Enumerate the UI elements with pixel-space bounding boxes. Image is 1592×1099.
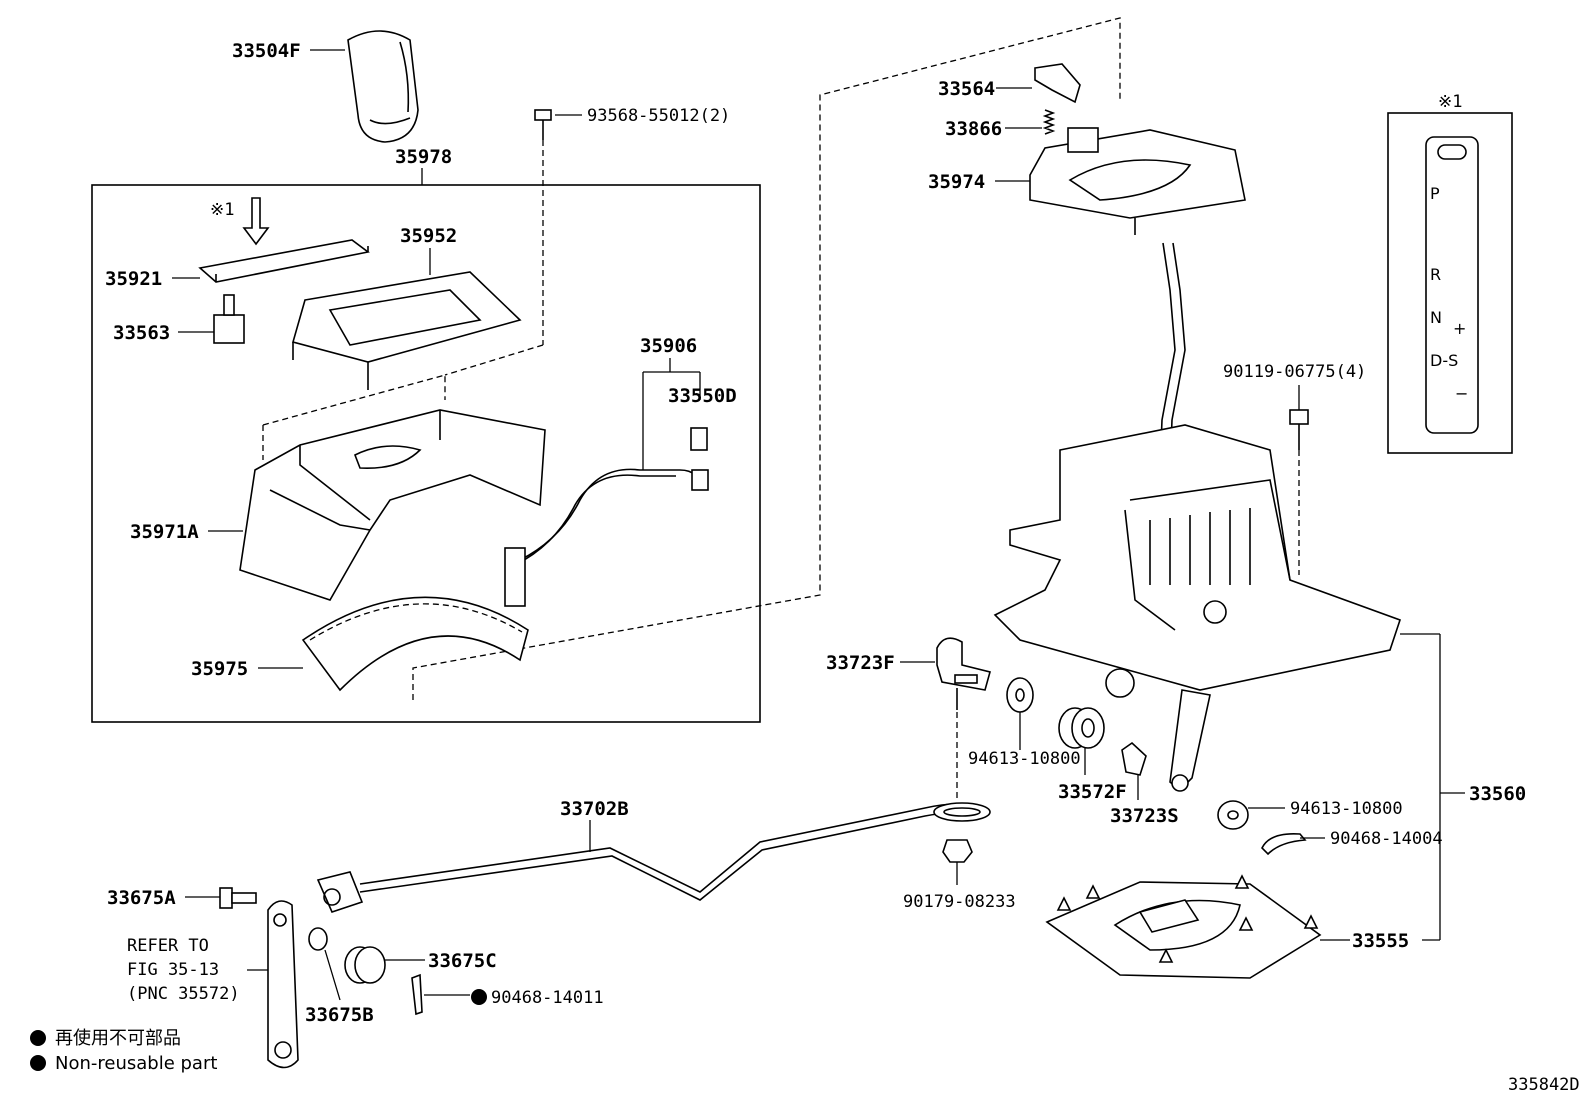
clip-90468-14011 bbox=[411, 973, 487, 1016]
legend-en: Non-reusable part bbox=[55, 1053, 217, 1074]
label-35921: 35921 bbox=[105, 268, 162, 290]
label-90468-14011: 90468-14011 bbox=[491, 988, 604, 1008]
linkage-arm bbox=[247, 900, 299, 1069]
label-33563: 33563 bbox=[113, 322, 170, 344]
down-arrow-icon bbox=[242, 197, 270, 246]
label-94613-b: 94613-10800 bbox=[1290, 799, 1403, 819]
non-reusable-marker-icon bbox=[471, 989, 487, 1005]
label-90468-14004: 90468-14004 bbox=[1330, 829, 1443, 849]
label-33504F: 33504F bbox=[232, 40, 301, 62]
bushing-33675C bbox=[344, 946, 425, 984]
label-90179: 90179-08233 bbox=[903, 892, 1016, 912]
label-35978: 35978 bbox=[395, 146, 452, 168]
label-35974: 35974 bbox=[928, 171, 985, 193]
label-90119: 90119-06775(4) bbox=[1223, 362, 1366, 382]
gate-position-n: N bbox=[1430, 308, 1442, 327]
label-33572F: 33572F bbox=[1058, 781, 1127, 803]
screw-93568 bbox=[444, 109, 582, 376]
gate-detail-box bbox=[1387, 112, 1513, 454]
label-33555: 33555 bbox=[1352, 930, 1409, 952]
clip-90468-14004 bbox=[1261, 832, 1325, 856]
label-33564: 33564 bbox=[938, 78, 995, 100]
diagram-code: 335842D bbox=[1508, 1075, 1580, 1095]
gate-position-ds: D-S bbox=[1430, 351, 1458, 370]
spring-33866 bbox=[1005, 109, 1056, 135]
gate-position-p: P bbox=[1430, 184, 1440, 203]
refer-line-3: (PNC 35572) bbox=[127, 984, 240, 1004]
label-33560: 33560 bbox=[1469, 783, 1526, 805]
label-35952: 35952 bbox=[400, 225, 457, 247]
refer-line-1: REFER TO bbox=[127, 936, 209, 956]
bolt-90119 bbox=[1289, 385, 1309, 575]
dashed-connector bbox=[412, 17, 1121, 700]
label-35975: 35975 bbox=[191, 658, 248, 680]
bracket-33723F bbox=[900, 637, 991, 800]
collar-33723S bbox=[1121, 741, 1147, 800]
boot-plate-33555 bbox=[1045, 874, 1440, 979]
gate-position-minus: − bbox=[1455, 384, 1468, 403]
gate-position-plus: + bbox=[1453, 319, 1466, 338]
label-33675C: 33675C bbox=[428, 950, 497, 972]
washer-94613-a bbox=[1006, 677, 1034, 750]
label-33675A: 33675A bbox=[107, 887, 176, 909]
label-35906: 35906 bbox=[640, 335, 697, 357]
switch-33563 bbox=[178, 294, 245, 344]
label-33702B: 33702B bbox=[560, 798, 629, 820]
console-housing-35971A bbox=[208, 409, 546, 601]
shift-lever-assembly-33560 bbox=[993, 242, 1465, 940]
lock-pin-33564 bbox=[996, 63, 1081, 104]
indicator-plate-35952 bbox=[292, 248, 522, 390]
lever-housing-35974 bbox=[995, 127, 1246, 235]
label-33550D: 33550D bbox=[668, 385, 737, 407]
legend-bullet-en-icon bbox=[30, 1055, 46, 1071]
bushing-33572F bbox=[1058, 707, 1105, 775]
refer-line-2: FIG 35-13 bbox=[127, 960, 219, 980]
indicator-cover-35921 bbox=[172, 239, 370, 283]
note-mark-right: ※1 bbox=[1438, 92, 1462, 112]
label-33675B: 33675B bbox=[305, 1004, 374, 1026]
label-94613-a: 94613-10800 bbox=[968, 749, 1081, 769]
shift-boot-35975 bbox=[258, 596, 529, 692]
shift-knob-33504F bbox=[310, 30, 419, 143]
label-33723F: 33723F bbox=[826, 652, 895, 674]
shift-rod-33702B bbox=[316, 802, 991, 913]
bushing-33675B bbox=[308, 927, 341, 1001]
label-33866: 33866 bbox=[945, 118, 1002, 140]
group-frame-35978 bbox=[91, 184, 761, 723]
bolt-33675A bbox=[185, 887, 257, 909]
label-35971A: 35971A bbox=[130, 521, 199, 543]
label-33723S: 33723S bbox=[1110, 805, 1179, 827]
washer-94613-b bbox=[1217, 800, 1285, 830]
label-93568: 93568-55012(2) bbox=[587, 106, 730, 126]
nut-90179 bbox=[942, 839, 973, 885]
legend-bullet-jp-icon bbox=[30, 1030, 46, 1046]
gate-position-r: R bbox=[1430, 265, 1441, 284]
note-mark-left: ※1 bbox=[210, 200, 234, 220]
legend-jp: 再使用不可部品 bbox=[55, 1028, 181, 1049]
wire-harness-35906 bbox=[504, 358, 709, 607]
